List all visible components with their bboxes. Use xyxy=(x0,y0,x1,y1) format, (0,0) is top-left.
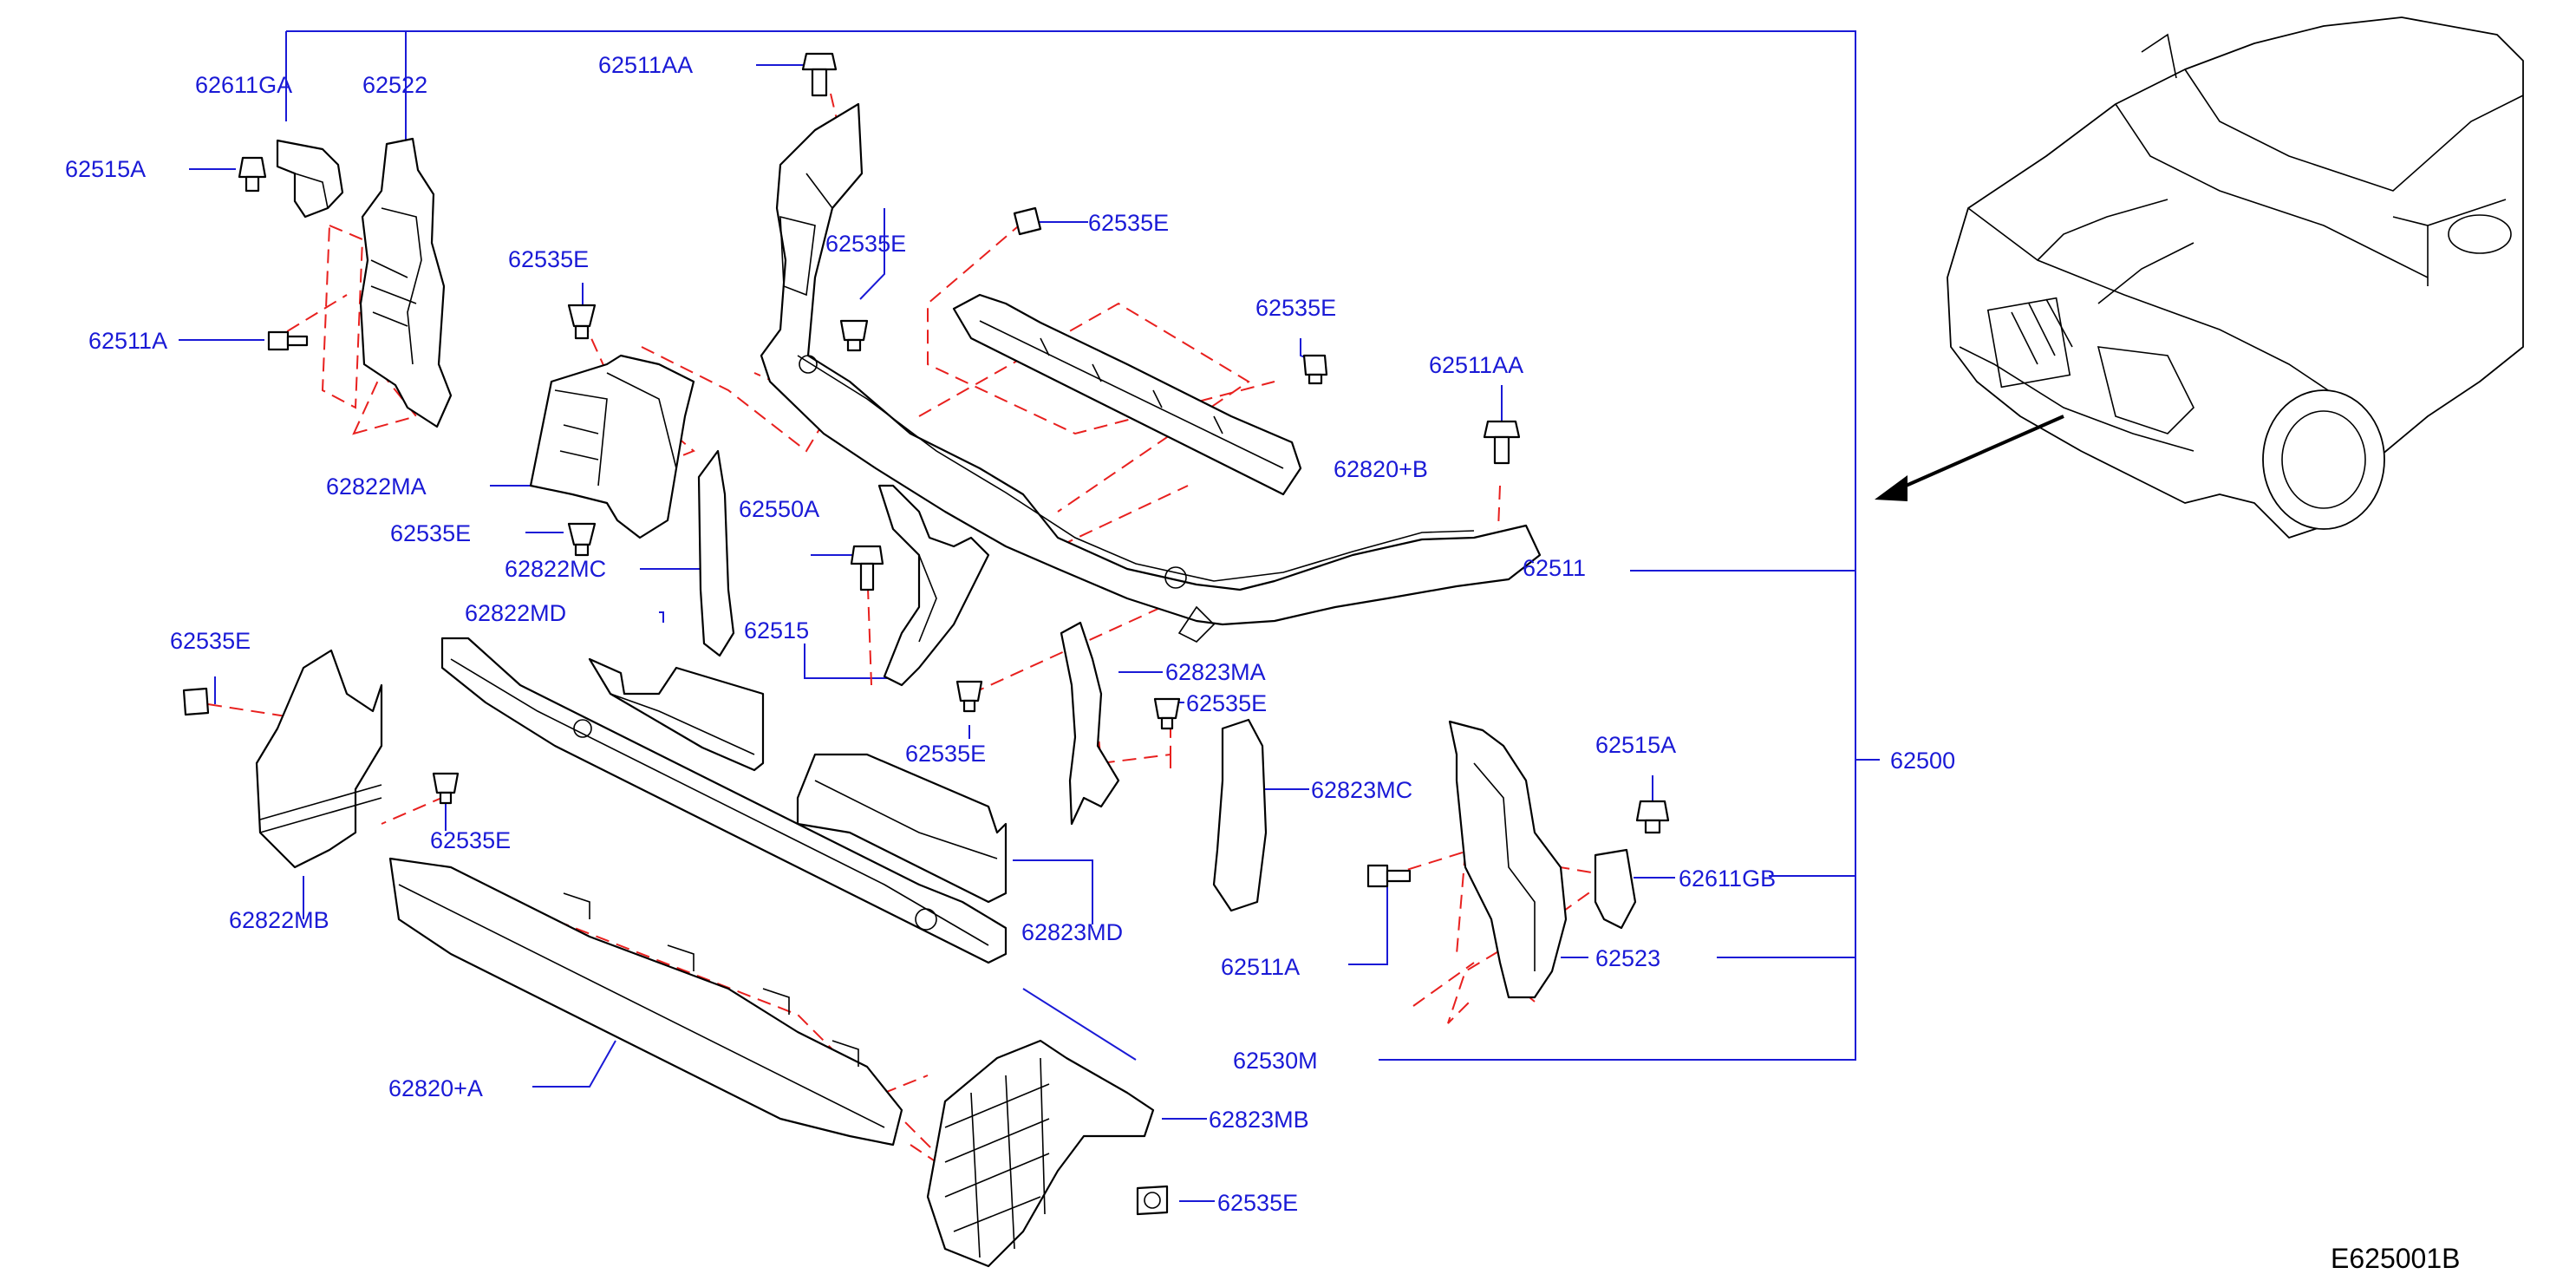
clip-62535e-e xyxy=(1302,354,1328,385)
label-62535e-b: 62535E xyxy=(390,520,471,546)
strip-62822mc xyxy=(697,449,735,657)
bolt-62511aa-right xyxy=(1483,420,1521,465)
vehicle-locator-inset xyxy=(1875,16,2524,539)
guide-62823md xyxy=(796,753,1008,904)
duct-62822ma xyxy=(529,354,695,539)
label-62511a-right: 62511A xyxy=(1221,954,1300,980)
clip-62535e-g xyxy=(1153,697,1181,730)
label-62823mc: 62823MC xyxy=(1311,777,1412,803)
label-62530m: 62530M xyxy=(1233,1048,1318,1074)
label-62535e-a: 62535E xyxy=(508,246,589,272)
lower-support-62530m xyxy=(440,637,1008,964)
bracket-62611ga xyxy=(276,139,344,219)
bolt-62515a-left xyxy=(238,156,267,193)
label-62823mb: 62823MB xyxy=(1209,1107,1309,1133)
label-62822md: 62822MD xyxy=(465,600,566,626)
bolt-62511a-right xyxy=(1366,864,1412,888)
diagram-code: E625001B xyxy=(2331,1243,2460,1274)
label-62535e-c: 62535E xyxy=(825,231,906,257)
bolt-62550a xyxy=(850,545,884,591)
label-62511a-left: 62511A xyxy=(88,328,167,354)
bolt-62515a-right xyxy=(1635,800,1670,834)
label-62822mb: 62822MB xyxy=(229,907,329,933)
clip-62535e-h xyxy=(182,687,210,716)
label-62535e-d: 62535E xyxy=(1088,210,1169,236)
clip-62535e-f xyxy=(955,680,983,713)
label-62822ma: 62822MA xyxy=(326,474,427,500)
label-62535e-g: 62535E xyxy=(905,741,986,767)
label-62550a: 62550A xyxy=(739,496,819,522)
clip-62535e-i xyxy=(432,772,460,805)
label-62820b: 62820+B xyxy=(1334,456,1428,482)
bracket-62611gb xyxy=(1594,848,1637,930)
label-62535e-e: 62535E xyxy=(1255,295,1336,321)
label-62515: 62515 xyxy=(744,617,809,644)
label-62500: 62500 xyxy=(1890,748,1955,774)
bracket-62823ma xyxy=(1060,621,1120,826)
label-62511aa-top: 62511AA xyxy=(598,52,693,78)
bracket-62523 xyxy=(1448,720,1568,999)
seal-62820a xyxy=(388,857,903,1147)
label-62822mc: 62822MC xyxy=(505,556,606,582)
clip-62535e-b xyxy=(567,522,597,557)
label-62515a-right: 62515A xyxy=(1595,732,1676,758)
strip-62823mc xyxy=(1212,718,1268,912)
label-62511: 62511 xyxy=(1523,555,1586,581)
upper-core-support-62511 xyxy=(760,102,1542,643)
grille-62823mb xyxy=(926,1039,1155,1268)
label-62611ga: 62611GA xyxy=(195,72,292,98)
mount-62515 xyxy=(877,484,990,687)
label-62522: 62522 xyxy=(362,72,427,98)
bolt-62511aa-top xyxy=(801,52,838,97)
label-62535e-f: 62535E xyxy=(1186,690,1267,716)
fasteners xyxy=(182,52,1670,1216)
clip-62535e-d xyxy=(1013,206,1042,236)
label-62611gb: 62611GB xyxy=(1679,866,1776,892)
label-62823ma: 62823MA xyxy=(1165,659,1266,685)
panel-62822md xyxy=(588,657,765,772)
clip-62535e-j xyxy=(1136,1185,1169,1216)
label-62823md: 62823MD xyxy=(1021,919,1123,945)
clip-62535e-c xyxy=(839,319,869,352)
bolt-62511a-left xyxy=(267,330,309,351)
label-62535e-i: 62535E xyxy=(430,827,511,853)
label-62523: 62523 xyxy=(1595,945,1660,971)
clip-62535e-a xyxy=(567,304,597,340)
duct-62822mb xyxy=(255,649,383,869)
label-62820a: 62820+A xyxy=(388,1075,483,1101)
label-62515a-left: 62515A xyxy=(65,156,146,182)
bracket-62522 xyxy=(359,137,453,428)
part-labels: 62611GA 62522 62515A 62511A 62822MA 6253… xyxy=(65,52,1955,1216)
label-62535e-j: 62535E xyxy=(1217,1190,1298,1216)
label-62511aa-right: 62511AA xyxy=(1429,352,1523,378)
label-62535e-h: 62535E xyxy=(170,628,251,654)
seal-62820b xyxy=(952,293,1302,496)
